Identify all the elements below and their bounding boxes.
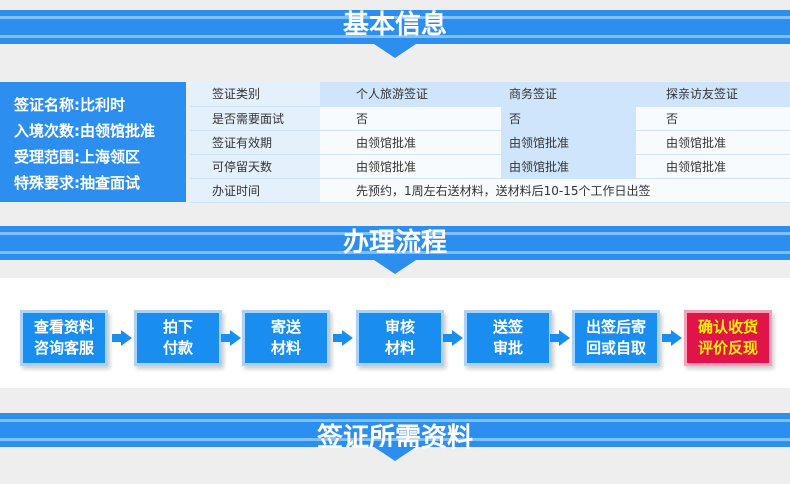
row-label: 办证时间 bbox=[190, 178, 320, 203]
step-line: 确认收货 bbox=[697, 318, 758, 336]
table-cell: 否 bbox=[501, 106, 636, 131]
step-line: 送签 bbox=[492, 318, 523, 336]
process-step: 寄送 材料 bbox=[242, 310, 330, 366]
banner-stripe bbox=[0, 35, 790, 38]
arrow-right-icon bbox=[443, 330, 463, 346]
visa-name: 签证名称:比利时 bbox=[14, 96, 125, 114]
table-cell: 个人旅游签证 bbox=[320, 82, 501, 107]
table-cell: 商务签证 bbox=[501, 82, 636, 107]
banner-stripe bbox=[0, 232, 790, 235]
process-step-final: 确认收货 评价反现 bbox=[684, 310, 772, 366]
table-cell: 探亲访友签证 bbox=[636, 82, 790, 107]
step-line: 审批 bbox=[492, 339, 523, 357]
step-line: 出签后寄 bbox=[585, 318, 646, 336]
section-title: 基本信息 bbox=[342, 10, 447, 40]
step-line: 评价反现 bbox=[697, 339, 758, 357]
banner-stripe bbox=[0, 438, 790, 441]
step-line: 回或自取 bbox=[585, 339, 646, 357]
table-cell: 否 bbox=[320, 106, 501, 131]
table-cell: 由领馆批准 bbox=[636, 130, 790, 155]
visa-details-table: 签证类别 个人旅游签证 商务签证 探亲访友签证 是否需要面试 否 否 否 签证有… bbox=[190, 82, 790, 203]
table-row: 办证时间 先预约，1周左右送材料，送材料后10-15个工作日出签 bbox=[190, 178, 790, 203]
step-line: 咨询客服 bbox=[33, 339, 94, 357]
section-banner-basic-info: 基本信息 bbox=[0, 10, 790, 58]
process-step: 查看资料 咨询客服 bbox=[20, 310, 108, 366]
banner-pointer bbox=[374, 260, 416, 274]
process-step: 拍下 付款 bbox=[134, 310, 222, 366]
table-row: 签证类别 个人旅游签证 商务签证 探亲访友签证 bbox=[190, 82, 790, 107]
arrow-right-icon bbox=[333, 330, 353, 346]
row-label: 是否需要面试 bbox=[190, 106, 320, 131]
banner-pointer bbox=[374, 44, 416, 58]
banner-stripe bbox=[0, 251, 790, 254]
section-banner-materials: 签证所需资料 bbox=[0, 413, 790, 461]
row-label: 签证有效期 bbox=[190, 130, 320, 155]
step-line: 审核 bbox=[384, 318, 415, 336]
visa-summary-panel: 签证名称:比利时 入境次数:由领馆批准 受理范围:上海领区 特殊要求:抽查面试 bbox=[0, 82, 186, 202]
entry-count: 入境次数:由领馆批准 bbox=[14, 122, 155, 140]
processing-time: 先预约，1周左右送材料，送材料后10-15个工作日出签 bbox=[320, 178, 790, 203]
table-cell: 由领馆批准 bbox=[501, 154, 636, 179]
banner-stripe bbox=[0, 419, 790, 422]
process-step: 出签后寄 回或自取 bbox=[572, 310, 660, 366]
table-cell: 由领馆批准 bbox=[636, 154, 790, 179]
arrow-right-icon bbox=[221, 330, 241, 346]
section-title: 办理流程 bbox=[342, 228, 447, 258]
table-cell: 否 bbox=[636, 106, 790, 131]
process-step: 送签 审批 bbox=[464, 310, 552, 366]
table-row: 可停留天数 由领馆批准 由领馆批准 由领馆批准 bbox=[190, 154, 790, 179]
arrow-right-icon bbox=[662, 330, 682, 346]
step-line: 材料 bbox=[384, 339, 415, 357]
table-row: 签证有效期 由领馆批准 由领馆批准 由领馆批准 bbox=[190, 130, 790, 155]
table-row: 是否需要面试 否 否 否 bbox=[190, 106, 790, 131]
step-line: 寄送 bbox=[270, 318, 301, 336]
step-line: 付款 bbox=[162, 339, 193, 357]
step-line: 拍下 bbox=[162, 318, 193, 336]
service-region: 受理范围:上海领区 bbox=[14, 148, 140, 166]
step-line: 材料 bbox=[270, 339, 301, 357]
table-cell: 由领馆批准 bbox=[501, 130, 636, 155]
special-requirement: 特殊要求:抽查面试 bbox=[14, 174, 140, 192]
process-flow: 查看资料 咨询客服 拍下 付款 寄送 材料 审核 材料 送签 审批 出签后寄 回… bbox=[0, 278, 790, 388]
arrow-right-icon bbox=[112, 330, 132, 346]
step-line: 查看资料 bbox=[33, 318, 94, 336]
banner-pointer bbox=[374, 447, 416, 461]
process-step: 审核 材料 bbox=[356, 310, 444, 366]
table-cell: 由领馆批准 bbox=[320, 154, 501, 179]
section-banner-process: 办理流程 bbox=[0, 226, 790, 274]
row-label: 可停留天数 bbox=[190, 154, 320, 179]
table-cell: 由领馆批准 bbox=[320, 130, 501, 155]
row-label: 签证类别 bbox=[190, 82, 320, 107]
arrow-right-icon bbox=[550, 330, 570, 346]
banner-stripe bbox=[0, 16, 790, 19]
